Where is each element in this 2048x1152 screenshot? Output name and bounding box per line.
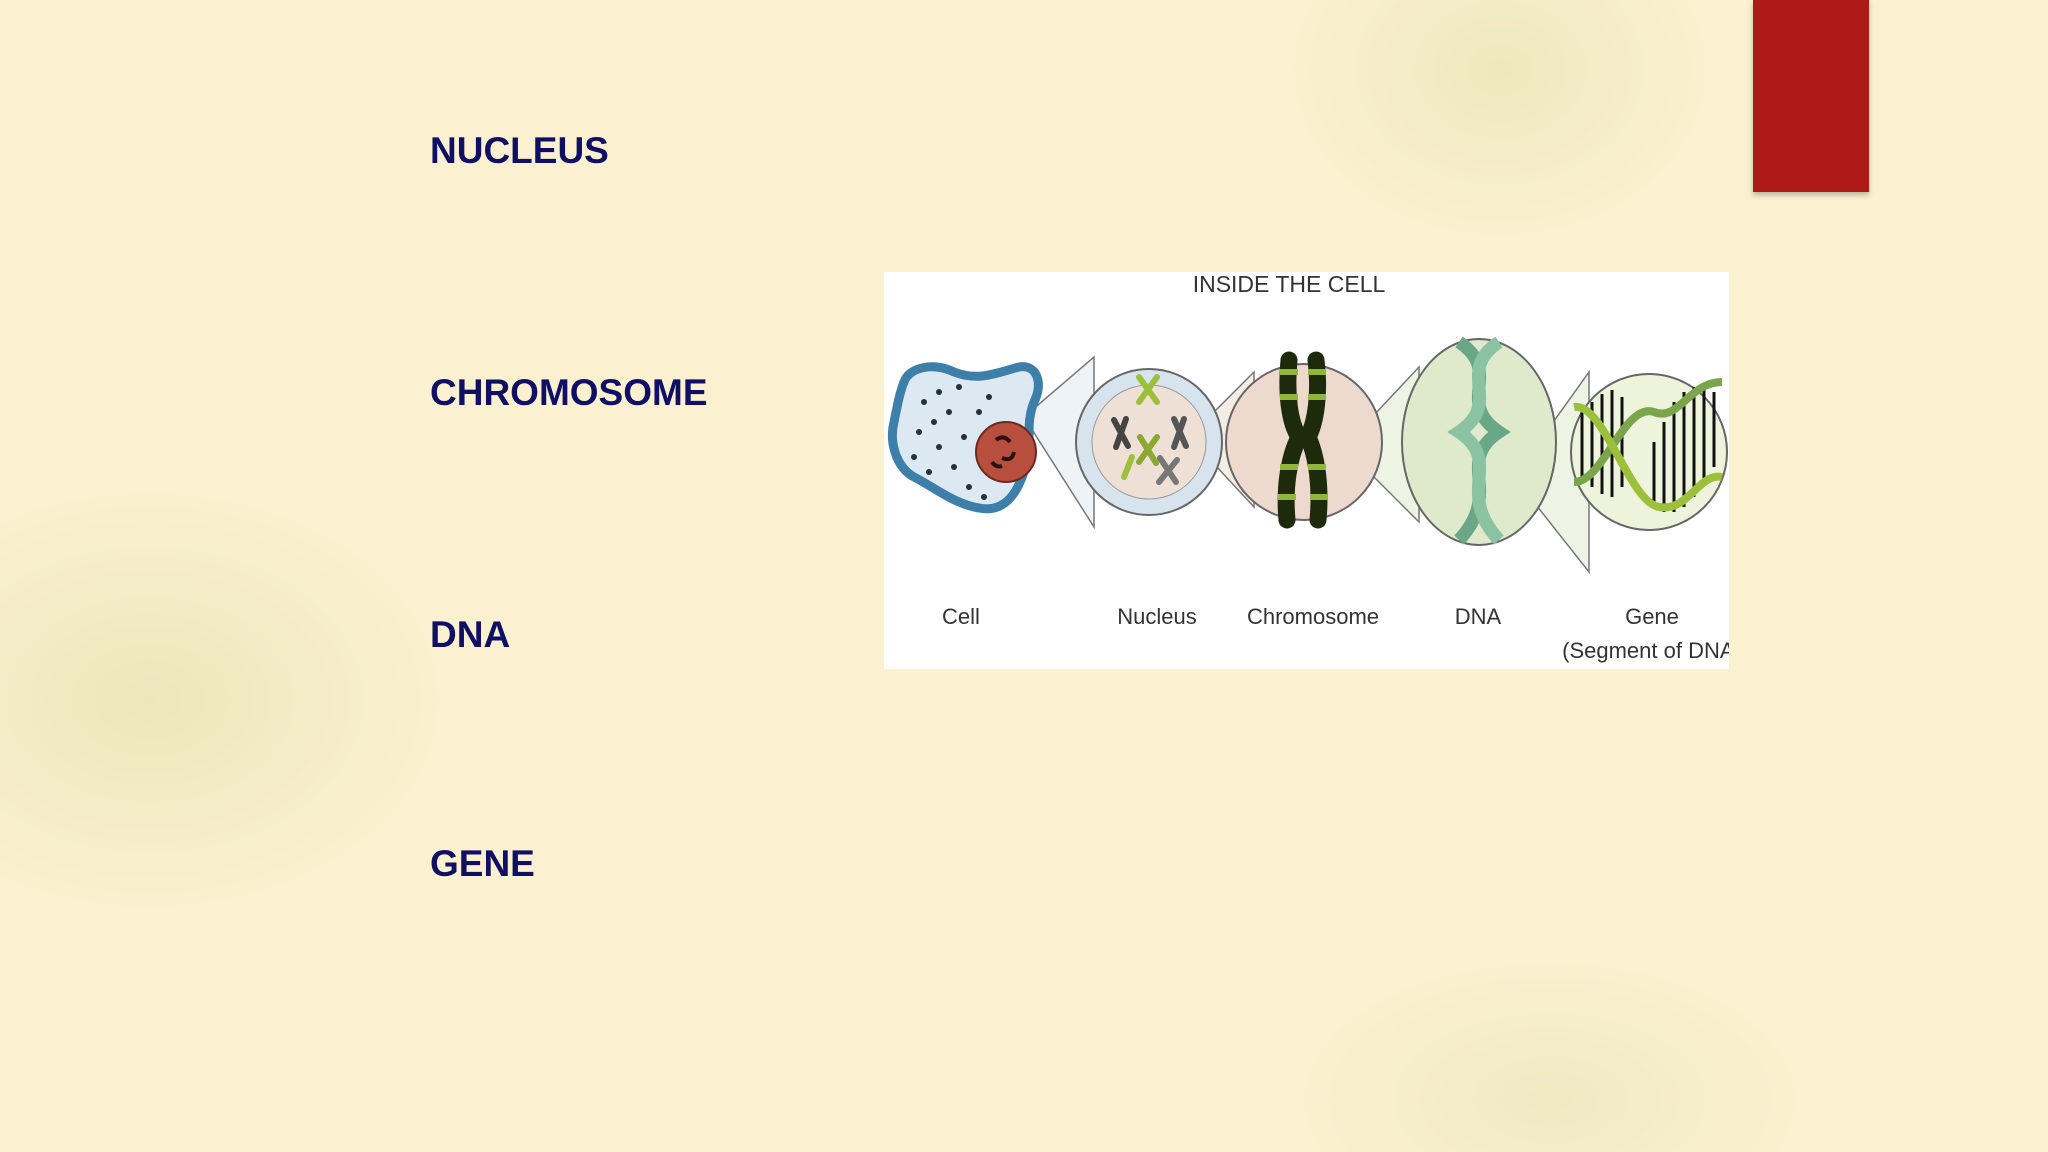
label-gene-subtitle: (Segment of DNA) [1562, 638, 1729, 663]
label-dna: DNA [1455, 604, 1502, 629]
label-cell: Cell [942, 604, 980, 629]
label-chromosome: Chromosome [1247, 604, 1379, 629]
label-nucleus: Nucleus [1117, 604, 1196, 629]
inside-the-cell-diagram: INSIDE THE CELL [884, 272, 1729, 669]
nucleus-icon [1075, 368, 1223, 516]
term-gene: GENE [430, 843, 535, 884]
label-gene: Gene [1625, 604, 1679, 629]
diagram-art: INSIDE THE CELL [887, 272, 1729, 663]
dna-icon [1401, 336, 1557, 546]
gene-icon [1570, 373, 1728, 531]
term-dna: DNA [430, 614, 511, 655]
cell-icon [887, 362, 1043, 514]
diagram-title: INSIDE THE CELL [1193, 272, 1386, 297]
chromosome-icon [1225, 351, 1383, 529]
accent-tab [1753, 0, 1869, 192]
term-nucleus: NUCLEUS [430, 130, 609, 171]
term-chromosome: CHROMOSOME [430, 372, 708, 413]
